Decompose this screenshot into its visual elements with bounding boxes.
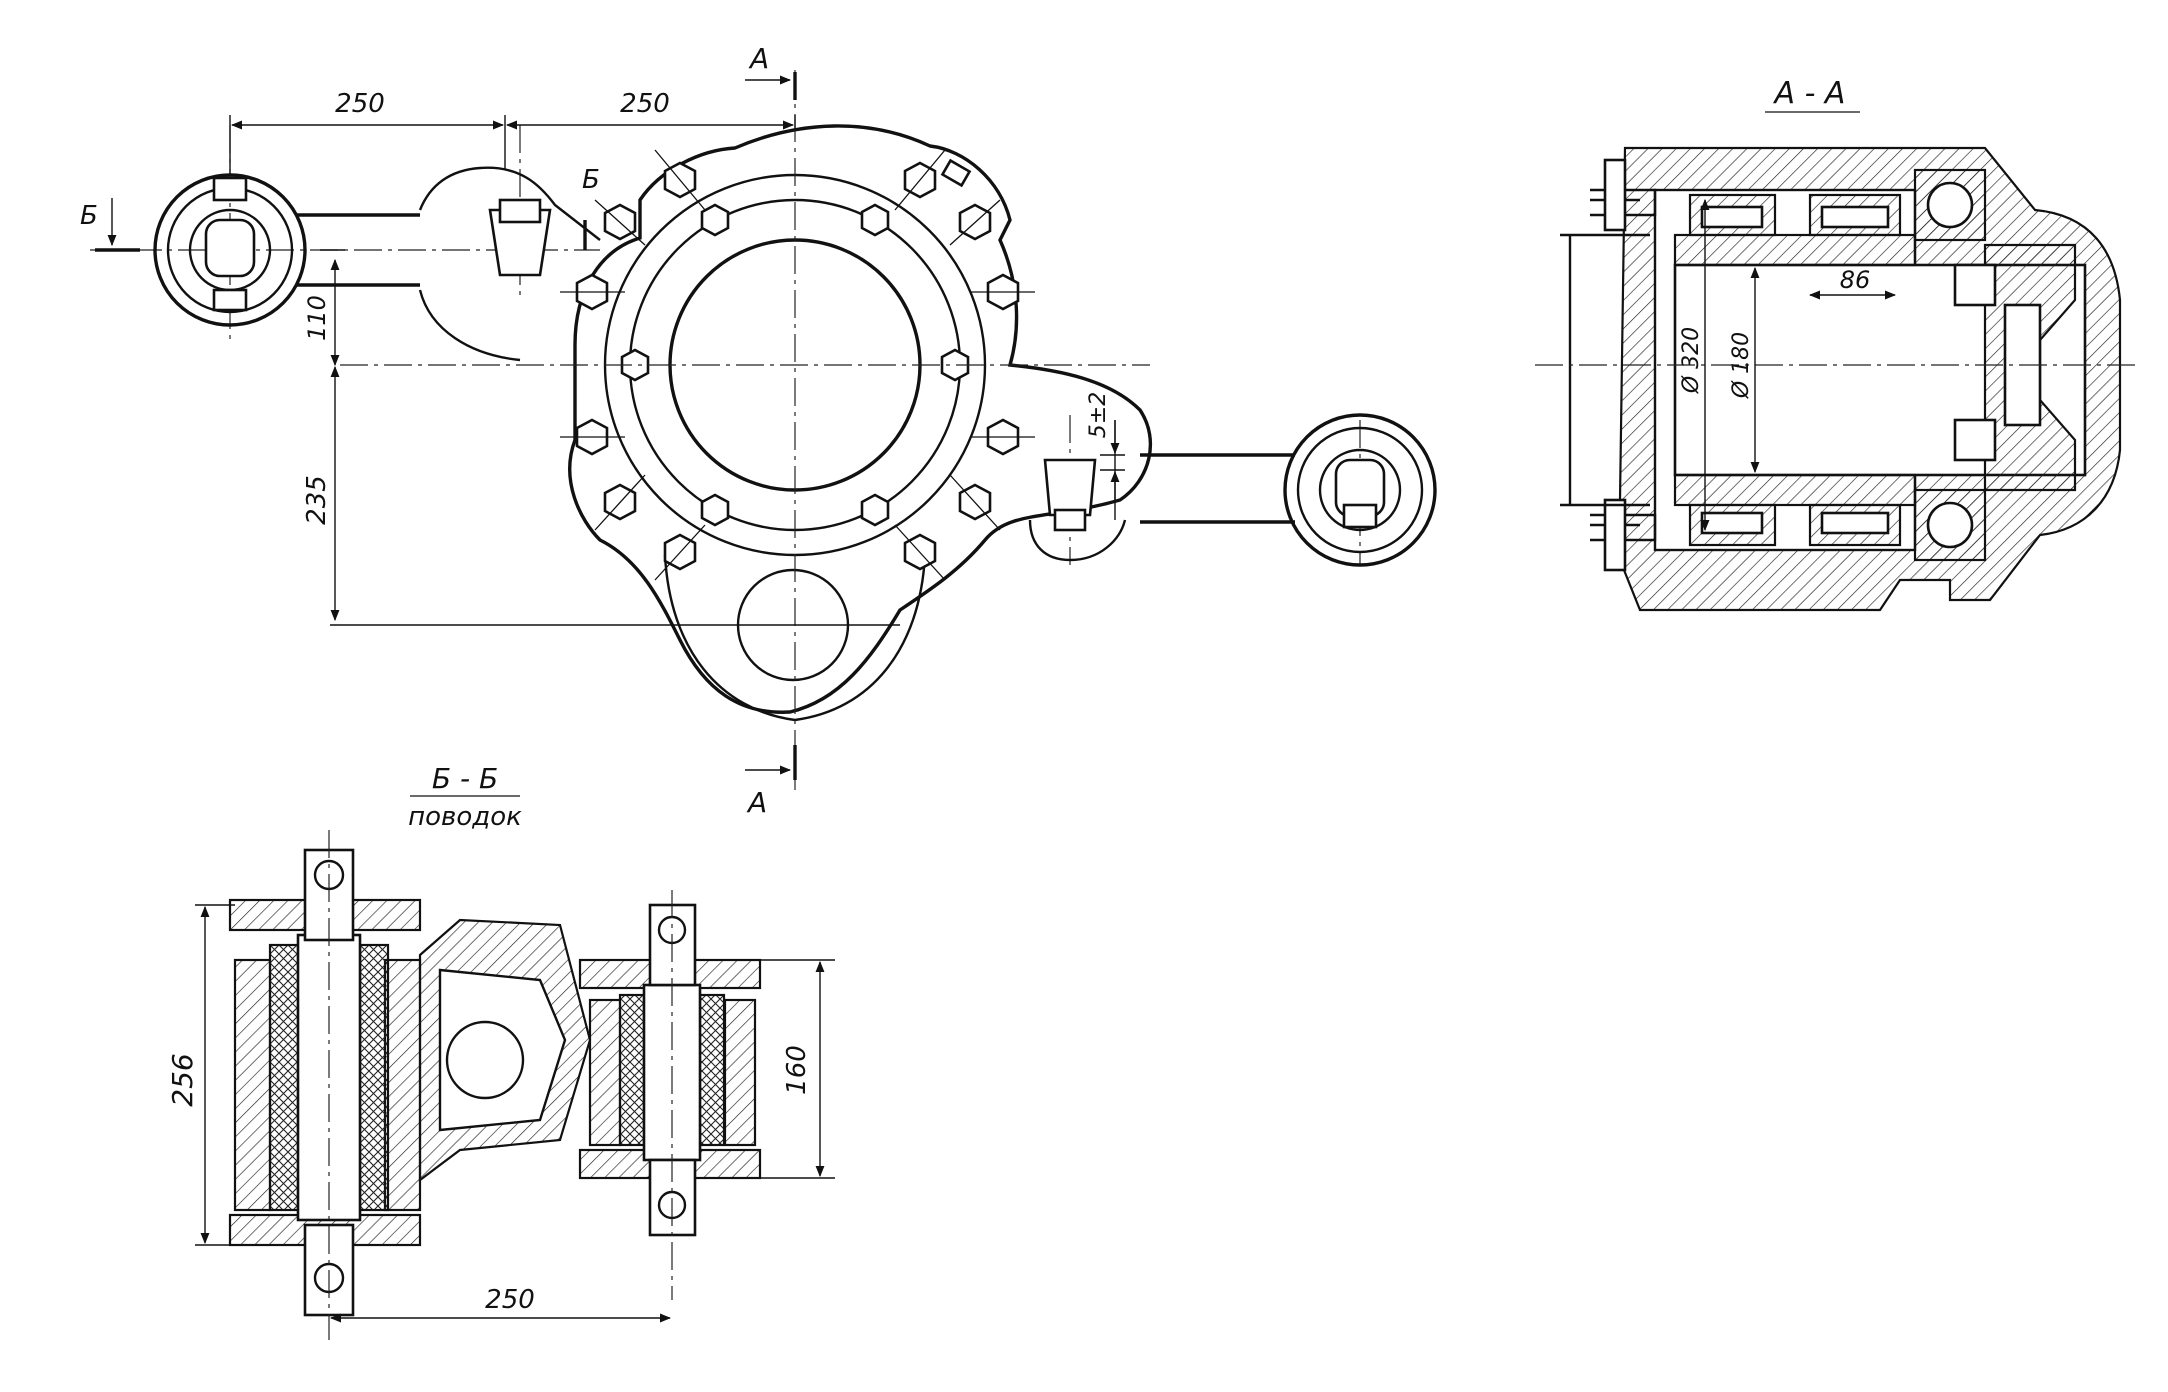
left-link bbox=[153, 166, 601, 362]
left-bushing bbox=[228, 830, 422, 1340]
section-a-a: А - А bbox=[1535, 76, 2135, 612]
labyrinth-seal bbox=[1590, 158, 1657, 572]
section-bb-title: Б - Б bbox=[432, 762, 498, 795]
outer-bolts bbox=[560, 149, 1035, 581]
dim-110: 110 bbox=[303, 295, 331, 341]
dim-86: 86 bbox=[1840, 266, 1871, 294]
section-mark-a-top: А bbox=[748, 42, 769, 75]
inner-bolts bbox=[620, 203, 970, 527]
dim-250-bb: 250 bbox=[485, 1285, 535, 1315]
section-mark-b-left: Б bbox=[80, 201, 98, 231]
dim-5pm2: 5±2 bbox=[1086, 392, 1111, 438]
grease-plug bbox=[940, 158, 972, 188]
axlebox-housing-outline bbox=[568, 124, 1153, 714]
section-bb-subtitle: поводок bbox=[408, 802, 522, 832]
section-mark-b-mid: Б bbox=[582, 165, 600, 195]
section-b-b: Б - Б поводок bbox=[166, 762, 835, 1340]
dim-d180: Ø 180 bbox=[1729, 332, 1754, 399]
section-aa-title: А - А bbox=[1773, 76, 1846, 111]
dim-250-left: 250 bbox=[335, 89, 385, 119]
dim-235: 235 bbox=[302, 475, 332, 525]
dim-256: 256 bbox=[166, 1053, 199, 1106]
dim-d320: Ø 320 bbox=[1679, 327, 1704, 394]
section-marks: А А Б Б bbox=[80, 42, 797, 819]
main-dimensions: 250 250 110 235 5±2 bbox=[229, 89, 1125, 626]
right-link bbox=[1028, 413, 1437, 567]
main-view: 250 250 110 235 5±2 А А Б Б bbox=[80, 42, 1437, 819]
dim-250-right: 250 bbox=[620, 89, 670, 119]
dim-160: 160 bbox=[782, 1045, 812, 1095]
right-bushing bbox=[578, 890, 762, 1300]
section-mark-a-bottom: А bbox=[746, 786, 767, 819]
